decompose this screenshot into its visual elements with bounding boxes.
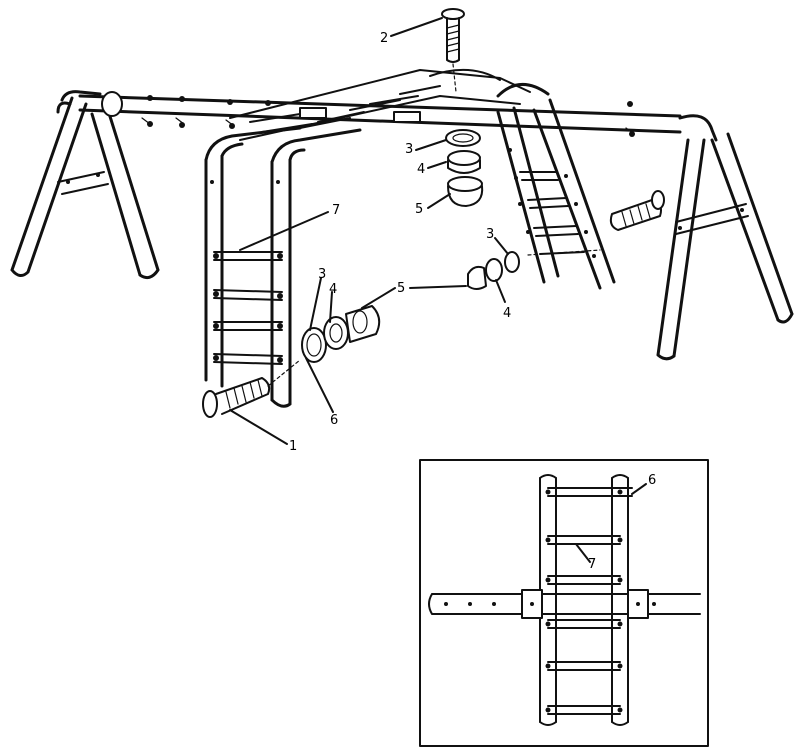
callout-part-2: 2: [380, 31, 388, 46]
callout-part-4-right: 4: [503, 306, 511, 321]
top-rail: [78, 91, 682, 137]
right-vertical-ladder: [496, 83, 616, 290]
callout-part-4-center: 4: [417, 162, 425, 177]
callout-part-5-left: 5: [397, 281, 405, 296]
inset-detail: 6 7: [419, 459, 709, 747]
callout-part-6: 6: [330, 413, 338, 428]
left-a-frame: [10, 90, 160, 280]
right-a-frame: [656, 114, 794, 361]
callout-part-3-center: 3: [405, 142, 413, 157]
callout-part-3-left: 3: [318, 267, 326, 282]
callout-part-6-inset: 6: [648, 473, 656, 488]
left-fastener-stack: [301, 305, 381, 363]
handle-grip-right: [609, 190, 665, 231]
bolt-part-2: [441, 8, 465, 93]
handle-grip-left: [202, 359, 301, 418]
center-fastener-stack: [445, 129, 484, 207]
left-vertical-ladder: [204, 126, 362, 408]
callout-part-3-right: 3: [486, 227, 494, 242]
callout-part-5-center: 5: [415, 202, 423, 217]
right-fastener-stack: [467, 249, 601, 290]
callout-part-4-left: 4: [329, 282, 337, 297]
callout-part-7-inset: 7: [588, 557, 596, 572]
callout-part-1: 1: [289, 439, 297, 454]
leader-lines: [229, 17, 509, 445]
callout-part-7: 7: [332, 203, 340, 218]
callout-labels: 1 2 3 4 5 7 3 4 5 6 3 4: [289, 31, 511, 454]
